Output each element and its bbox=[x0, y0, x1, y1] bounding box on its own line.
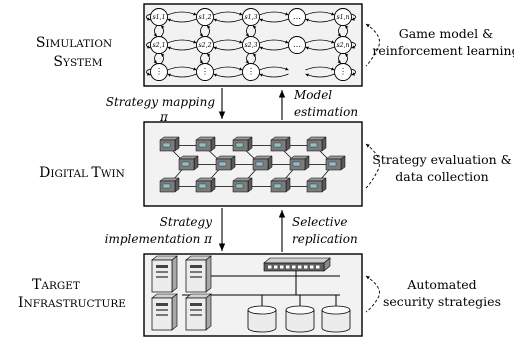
state-node bbox=[242, 63, 260, 81]
strategy-implementation-label-1: Strategy bbox=[160, 215, 213, 229]
state-label: s1,3 bbox=[244, 14, 257, 21]
virtual-node-icon bbox=[232, 136, 253, 152]
state-node bbox=[334, 36, 352, 54]
state-label: … bbox=[293, 40, 301, 49]
virtual-node-icon bbox=[195, 177, 216, 193]
selective-replication-label-2: replication bbox=[292, 232, 358, 246]
state-node bbox=[150, 36, 168, 54]
game-model-label-1: Game model & bbox=[399, 26, 494, 41]
state-node bbox=[242, 8, 260, 26]
virtual-node-icon bbox=[232, 177, 253, 193]
virtual-node-icon bbox=[215, 155, 236, 171]
top-connector bbox=[365, 23, 380, 67]
state-label: ⋮ bbox=[339, 67, 347, 76]
state-grid: s1,1 s1,2 s1,3 … s1,n s2,1 s2,2 s2,3 … s2,n ⋮ ⋮ ⋮ ⋮ bbox=[145, 8, 357, 81]
simulation-system-label: SIMULATION SYSTEM bbox=[36, 35, 112, 70]
bottom-connector bbox=[365, 275, 380, 313]
digital-twin-label: DIGITAL TWIN bbox=[39, 165, 125, 181]
state-label: ⋮ bbox=[247, 67, 255, 76]
strategy-mapping-label: Strategy mapping bbox=[106, 95, 216, 109]
state-label: s2,2 bbox=[198, 42, 211, 49]
svg-text:SYSTEM: SYSTEM bbox=[53, 54, 102, 70]
server-icon bbox=[151, 255, 178, 293]
state-node bbox=[288, 36, 306, 54]
state-label: s2,n bbox=[336, 42, 349, 49]
svg-text:SIMULATION: SIMULATION bbox=[36, 35, 112, 51]
strategy-implementation-label-2: implementation π bbox=[105, 232, 213, 246]
state-label: s1,1 bbox=[152, 14, 165, 21]
state-label: s1,n bbox=[336, 14, 349, 21]
network-switch-icon bbox=[263, 257, 331, 272]
model-estimation-label-1: Model bbox=[293, 88, 332, 102]
selective-replication-label-1: Selective bbox=[292, 215, 348, 229]
virtual-node-icon bbox=[159, 136, 180, 152]
server-icon bbox=[185, 293, 212, 331]
state-label: … bbox=[293, 12, 301, 21]
virtual-node-icon bbox=[306, 177, 327, 193]
state-node bbox=[334, 8, 352, 26]
virtual-node-icon bbox=[289, 155, 310, 171]
strategy-evaluation-label-1: Strategy evaluation & bbox=[372, 152, 512, 167]
virtual-node-icon bbox=[178, 155, 199, 171]
state-node bbox=[150, 8, 168, 26]
state-label: ⋮ bbox=[201, 67, 209, 76]
state-label: s1,2 bbox=[198, 14, 211, 21]
virtual-node-icon bbox=[306, 136, 327, 152]
server-icon bbox=[185, 255, 212, 293]
infrastructure-devices bbox=[151, 255, 351, 333]
virtual-node-icon bbox=[195, 136, 216, 152]
digital-twin-network bbox=[159, 136, 346, 193]
virtual-node-icon bbox=[252, 155, 273, 171]
virtual-node-icon bbox=[159, 177, 180, 193]
automated-label-1: Automated bbox=[406, 277, 476, 292]
virtual-node-icon bbox=[325, 155, 346, 171]
state-node bbox=[196, 8, 214, 26]
storage-disk-icon bbox=[321, 305, 351, 333]
state-label: s2,1 bbox=[152, 42, 165, 49]
storage-disk-icon bbox=[247, 305, 277, 333]
state-label: ⋮ bbox=[155, 67, 163, 76]
middle-connector bbox=[365, 143, 380, 189]
server-icon bbox=[151, 293, 178, 331]
state-node bbox=[288, 8, 306, 26]
state-node bbox=[196, 63, 214, 81]
svg-text:TARGET: TARGET bbox=[32, 277, 80, 293]
state-node bbox=[242, 36, 260, 54]
strategy-evaluation-label-2: data collection bbox=[395, 169, 488, 184]
model-estimation-label-2: estimation bbox=[294, 105, 358, 119]
storage-disk-icon bbox=[285, 305, 315, 333]
svg-text:INFRASTRUCTURE: INFRASTRUCTURE bbox=[18, 295, 126, 311]
state-node bbox=[150, 63, 168, 81]
target-infrastructure-label: TARGET INFRASTRUCTURE bbox=[18, 277, 126, 311]
game-model-label-2: reinforcement learning bbox=[372, 43, 514, 58]
automated-label-2: security strategies bbox=[383, 294, 501, 309]
state-label: s2,3 bbox=[244, 42, 257, 49]
state-node bbox=[196, 36, 214, 54]
pi-label: π bbox=[159, 110, 169, 124]
svg-text:DIGITAL TWIN: DIGITAL TWIN bbox=[39, 165, 125, 181]
virtual-node-icon bbox=[270, 177, 291, 193]
state-node bbox=[334, 63, 352, 81]
virtual-node-icon bbox=[270, 136, 291, 152]
